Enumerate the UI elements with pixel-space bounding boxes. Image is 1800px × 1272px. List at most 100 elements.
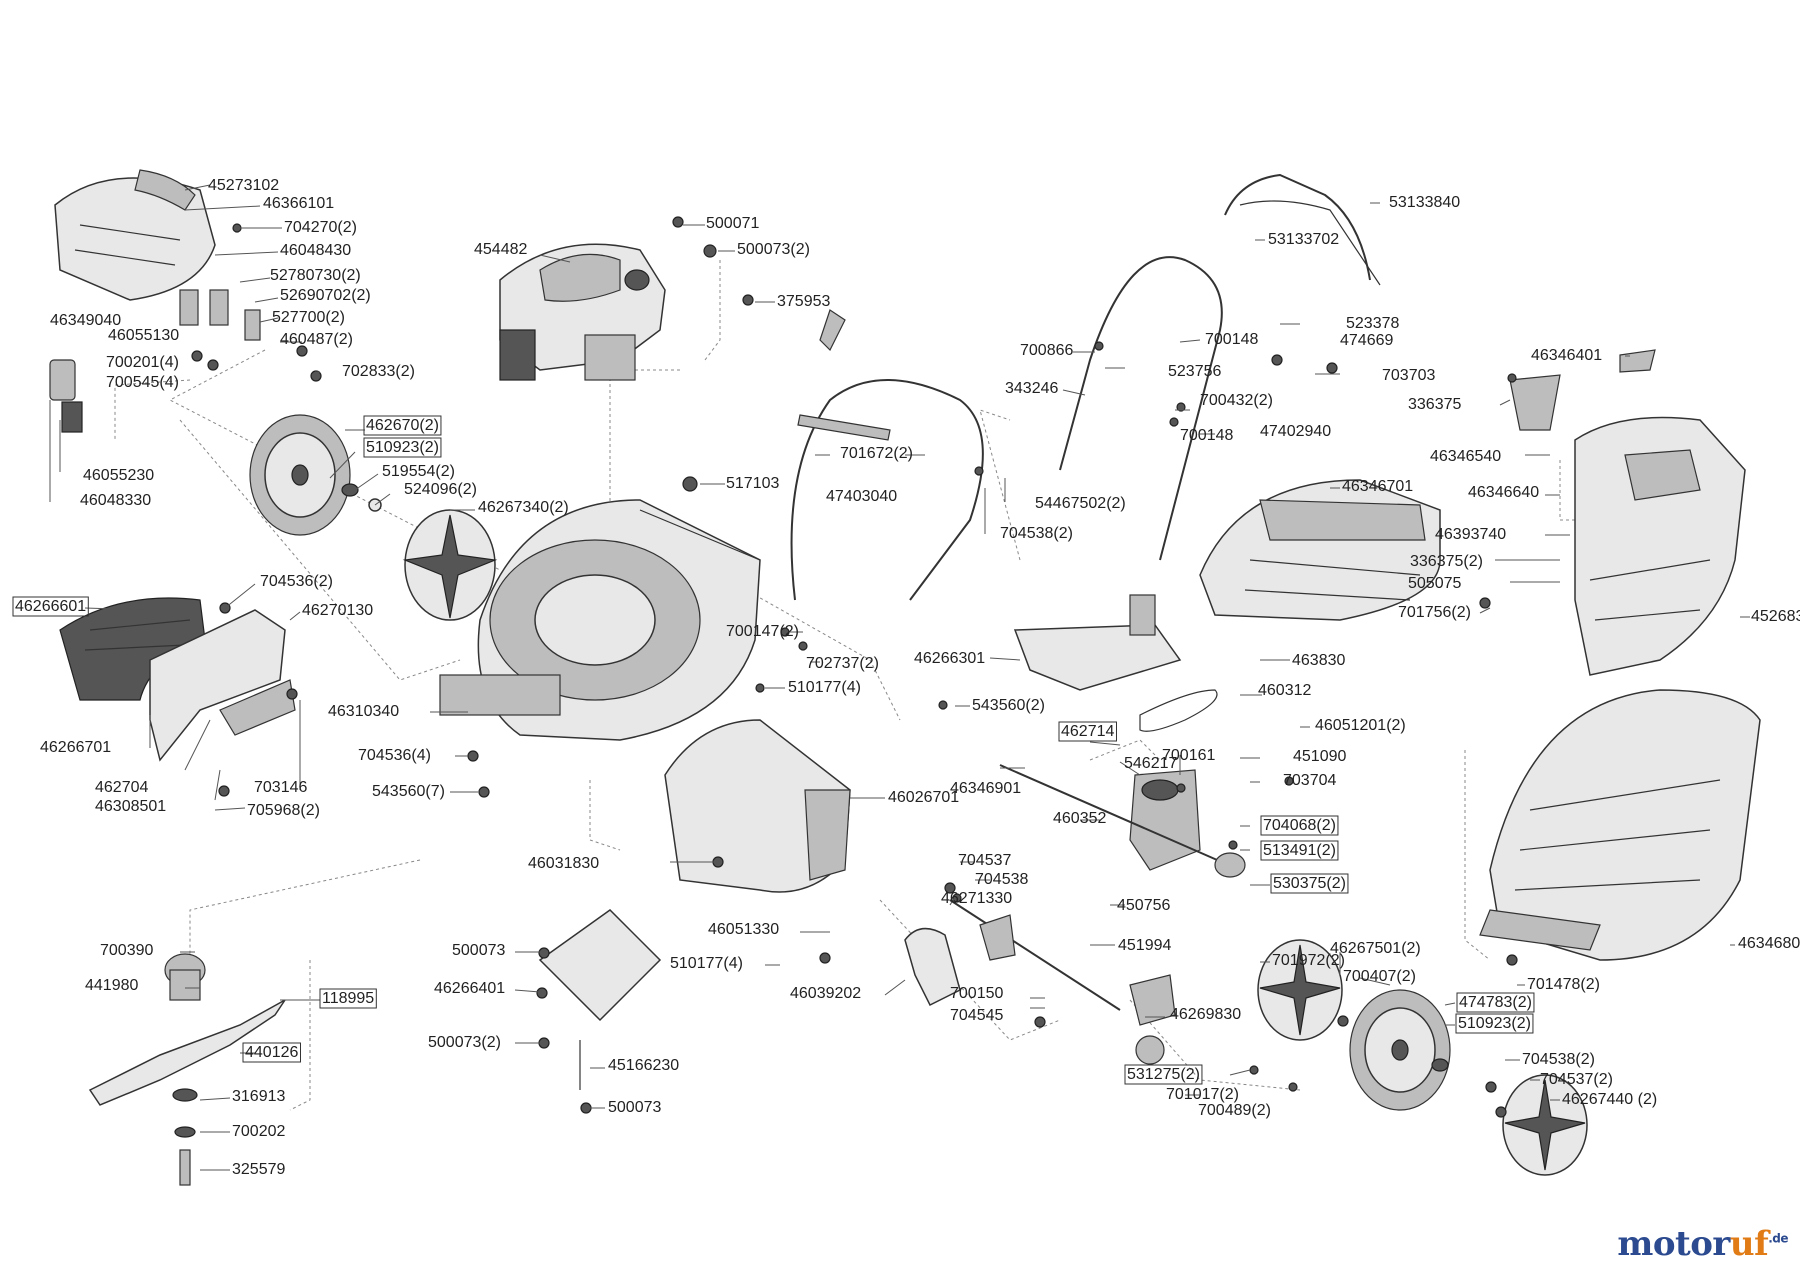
part-label: 546217	[1124, 755, 1177, 772]
part-label: 336375(2)	[1410, 553, 1483, 570]
part-label: 460352	[1053, 810, 1106, 827]
part-label: 46267501(2)	[1330, 940, 1421, 957]
label-box	[1456, 992, 1535, 1013]
grass-box-frame-part	[1509, 349, 1746, 676]
part-label: 46039202	[790, 985, 861, 1002]
part-number: 519554(2)	[382, 463, 455, 480]
part-label: 510177(4)	[788, 679, 861, 696]
part-label: 513491(2)	[1260, 840, 1339, 861]
part-number: 500073	[608, 1099, 661, 1116]
part-number: 46055130	[108, 327, 179, 344]
part-number: 704536(2)	[260, 573, 333, 590]
part-number: 700432(2)	[1200, 392, 1273, 409]
part-number: 45273102	[208, 177, 279, 194]
part-label: 500073	[608, 1099, 661, 1116]
part-number: 46346540	[1430, 448, 1501, 465]
part-number: 462714	[1061, 723, 1114, 740]
part-label: 46051201(2)	[1315, 717, 1406, 734]
part-label: 454482	[474, 241, 527, 258]
part-label: 451994	[1118, 937, 1171, 954]
part-label: 46269830	[1170, 1006, 1241, 1023]
part-number: 704068(2)	[1263, 817, 1336, 834]
height-adjuster-part	[904, 914, 1176, 1026]
part-label: 46271330	[941, 890, 1012, 907]
part-label: 523378	[1346, 315, 1399, 332]
part-number: 524096(2)	[404, 481, 477, 498]
part-label: 46346640	[1468, 484, 1539, 501]
part-label: 700147(2)	[726, 623, 799, 640]
part-number: 46346640	[1468, 484, 1539, 501]
grass-chute-part	[664, 719, 851, 893]
part-label: 701017(2)	[1166, 1086, 1239, 1103]
part-label: 46267440 (2)	[1562, 1091, 1657, 1108]
label-box	[1124, 1064, 1203, 1085]
part-number: 460312	[1258, 682, 1311, 699]
part-label: 46266601	[12, 596, 89, 617]
part-label: 700148	[1205, 331, 1258, 348]
rear-wheel-right-part	[1349, 989, 1451, 1111]
part-label: 524096(2)	[404, 481, 477, 498]
label-box	[12, 596, 89, 617]
part-number: 463830	[1292, 652, 1345, 669]
part-number: 704270(2)	[284, 219, 357, 236]
part-number: 441980	[85, 977, 138, 994]
part-label: 510923(2)	[363, 437, 442, 458]
part-number: 500073(2)	[737, 241, 810, 258]
part-number: 700148	[1180, 427, 1233, 444]
part-label: 451090	[1293, 748, 1346, 765]
part-label: 701756(2)	[1398, 604, 1471, 621]
part-label: 118995	[319, 988, 377, 1009]
upper-handle-part	[1059, 173, 1381, 561]
part-label: 325579	[232, 1161, 285, 1178]
part-label: 701478(2)	[1527, 976, 1600, 993]
part-number: 336375	[1408, 396, 1461, 413]
grass-catcher-part	[1479, 689, 1761, 961]
part-number: 46366101	[263, 195, 334, 212]
part-number: 454482	[474, 241, 527, 258]
part-number: 46266701	[40, 739, 111, 756]
part-label: 510923(2)	[1455, 1013, 1534, 1034]
part-label: 45166230	[608, 1057, 679, 1074]
part-number: 500073(2)	[428, 1034, 501, 1051]
part-label: 704538	[975, 871, 1028, 888]
part-label: 510177(4)	[670, 955, 743, 972]
part-number: 460487(2)	[280, 331, 353, 348]
part-label: 53133840	[1389, 194, 1460, 211]
part-label: 463830	[1292, 652, 1345, 669]
part-label: 46266701	[40, 739, 111, 756]
part-number: 700407(2)	[1343, 968, 1416, 985]
part-label: 702833(2)	[342, 363, 415, 380]
part-number: 700150	[950, 985, 1003, 1002]
part-label: 47402940	[1260, 423, 1331, 440]
part-number: 46271330	[941, 890, 1012, 907]
part-number-labels: 4527310246366101704270(2)460484305278073…	[12, 177, 1800, 1178]
part-label: 530375(2)	[1270, 873, 1349, 894]
part-label: 316913	[232, 1088, 285, 1105]
drive-axle-part	[949, 899, 1165, 1065]
part-number: 700489(2)	[1198, 1102, 1271, 1119]
part-number: 700147(2)	[726, 623, 799, 640]
part-number: 703704	[1283, 772, 1336, 789]
part-number: 500071	[706, 215, 759, 232]
part-number: 451090	[1293, 748, 1346, 765]
label-box	[1270, 873, 1349, 894]
part-label: 704538(2)	[1522, 1051, 1595, 1068]
part-number: 474783(2)	[1459, 994, 1532, 1011]
part-label: 462714	[1058, 721, 1117, 742]
deflector-part	[538, 909, 662, 1090]
part-number: 700202	[232, 1123, 285, 1140]
part-number: 46346801	[1738, 935, 1800, 952]
part-number: 702737(2)	[806, 655, 879, 672]
part-number: 505075	[1408, 575, 1461, 592]
fasteners	[191, 216, 1518, 1118]
part-label: 47403040	[826, 488, 897, 505]
lower-handle-part	[790, 309, 984, 601]
part-label: 704068(2)	[1260, 815, 1339, 836]
part-number: 118995	[322, 990, 374, 1007]
bracket-part	[49, 289, 261, 433]
part-number: 46026701	[888, 789, 959, 806]
part-number: 462704	[95, 779, 148, 796]
part-label: 700432(2)	[1200, 392, 1273, 409]
part-label: 462704	[95, 779, 148, 796]
